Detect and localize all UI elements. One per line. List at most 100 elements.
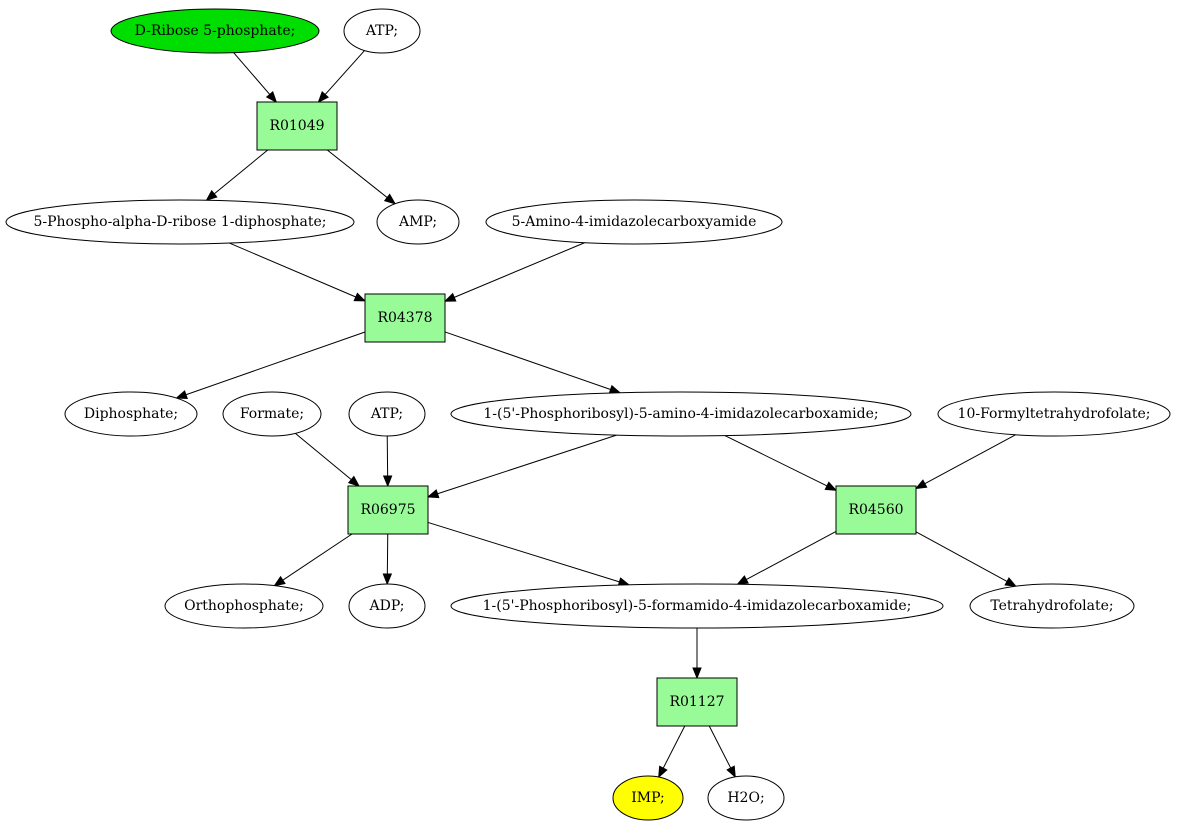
- compound-ellipse: [110, 8, 320, 54]
- compound-ellipse: [164, 583, 324, 629]
- compound-node-atp-1[interactable]: ATP;: [343, 8, 421, 54]
- arrowhead: [914, 479, 928, 490]
- edge-line: [708, 725, 732, 769]
- nodes-layer: D-Ribose 5-phosphate; ATP; 5-Phospho-alpha…: [5, 8, 1171, 821]
- edge-r06975-to-orthophosphate: [273, 533, 353, 587]
- reaction-node-r04378[interactable]: R04378: [364, 293, 446, 343]
- edges-layer: [175, 50, 1017, 779]
- compound-label: Tetrahydrofolate;: [990, 598, 1113, 614]
- edge-r06975-to-faicar: [427, 521, 631, 587]
- edge-d_ribose_5_phosphate-to-r01049: [233, 52, 278, 104]
- arrowhead: [736, 575, 749, 585]
- edge-r01127-to-imp: [658, 725, 686, 779]
- edge-line: [915, 531, 1008, 582]
- compound-node-aica[interactable]: 5-Amino-4-imidazolecarboxyamide: [485, 199, 783, 245]
- reaction-box: [256, 101, 338, 151]
- compound-label: H2O;: [727, 790, 764, 806]
- edge-line: [444, 331, 611, 390]
- compound-ellipse: [64, 391, 198, 437]
- compound-node-h2o[interactable]: H2O;: [707, 775, 785, 821]
- edge-aicar-to-r06975: [426, 434, 617, 499]
- compound-ellipse: [612, 775, 684, 821]
- arrowhead: [608, 384, 622, 394]
- compound-ellipse: [376, 199, 460, 245]
- compound-label: 5-Phospho-alpha-D-ribose 1-diphosphate;: [33, 214, 326, 230]
- compound-ellipse: [343, 8, 421, 54]
- edge-line: [295, 432, 352, 481]
- compound-ellipse: [348, 391, 426, 437]
- compound-label: 5-Amino-4-imidazolecarboxyamide: [512, 214, 757, 230]
- reaction-node-r06975[interactable]: R06975: [347, 485, 429, 535]
- edge-line: [662, 725, 686, 769]
- reaction-label: R01127: [669, 694, 724, 710]
- edge-line: [437, 434, 617, 495]
- edge-r04378-to-diphosphate: [175, 331, 366, 400]
- compound-node-formate[interactable]: Formate;: [222, 391, 322, 437]
- compound-node-faicar[interactable]: 1-(5'-Phosphoribosyl)-5-formamido-4-imid…: [450, 583, 944, 629]
- arrowhead: [1004, 577, 1017, 587]
- arrowhead: [658, 765, 668, 779]
- arrowhead: [426, 489, 440, 499]
- edge-formate-to-r06975: [295, 432, 361, 487]
- compound-node-diphosphate[interactable]: Diphosphate;: [64, 391, 198, 437]
- compound-label: Orthophosphate;: [184, 598, 304, 614]
- reaction-box: [656, 677, 738, 727]
- arrowhead: [317, 91, 330, 104]
- arrowhead: [353, 292, 367, 302]
- compound-label: ATP;: [370, 406, 403, 422]
- arrowhead: [726, 765, 736, 779]
- edge-aicar-to-r04560: [724, 435, 838, 491]
- edge-r01049-to-amp: [326, 149, 397, 205]
- compound-ellipse: [969, 583, 1135, 629]
- compound-node-adp[interactable]: ADP;: [348, 583, 426, 629]
- reaction-box: [347, 485, 429, 535]
- edge-line: [427, 521, 620, 583]
- arrowhead: [383, 193, 397, 205]
- arrowhead: [443, 292, 457, 302]
- edge-r04560-to-thf: [915, 531, 1017, 587]
- edge-r01127-to-h2o: [708, 725, 736, 779]
- edge-line: [746, 531, 837, 581]
- reaction-label: R06975: [360, 502, 415, 518]
- compound-node-orthophosphate[interactable]: Orthophosphate;: [164, 583, 324, 629]
- compound-node-imp[interactable]: IMP;: [612, 775, 684, 821]
- compound-ellipse: [348, 583, 426, 629]
- reaction-label: R01049: [269, 118, 324, 134]
- edge-line: [229, 242, 356, 298]
- edge-prpp-to-r04378: [229, 242, 367, 302]
- edge-faicar-to-r01127: [692, 628, 702, 680]
- reaction-label: R04378: [377, 310, 432, 326]
- edge-line: [326, 149, 388, 198]
- edge-r01049-to-prpp: [205, 149, 269, 202]
- edge-r04378-to-aicar: [444, 331, 622, 394]
- edge-atp_2-to-r06975: [382, 435, 393, 488]
- compound-node-thf[interactable]: Tetrahydrofolate;: [969, 583, 1135, 629]
- compound-ellipse: [707, 775, 785, 821]
- edge-line: [454, 242, 585, 298]
- compound-ellipse: [5, 199, 355, 245]
- arrowhead: [824, 481, 838, 491]
- compound-node-amp[interactable]: AMP;: [376, 199, 460, 245]
- compound-ellipse: [222, 391, 322, 437]
- compound-label: ADP;: [369, 598, 405, 614]
- edge-aica-to-r04378: [443, 242, 585, 302]
- compound-node-d-ribose-5-phosphate[interactable]: D-Ribose 5-phosphate;: [110, 8, 320, 54]
- arrowhead: [273, 575, 286, 587]
- edge-r06975-to-adp: [382, 533, 393, 586]
- compound-node-atp-2[interactable]: ATP;: [348, 391, 426, 437]
- compound-label: 1-(5'-Phosphoribosyl)-5-amino-4-imidazol…: [483, 406, 878, 422]
- edge-line: [213, 149, 269, 195]
- compound-node-aicar[interactable]: 1-(5'-Phosphoribosyl)-5-amino-4-imidazol…: [450, 391, 912, 437]
- compound-ellipse: [937, 391, 1171, 437]
- compound-label: AMP;: [398, 214, 437, 230]
- edge-line: [282, 533, 353, 581]
- compound-label: 10-Formyltetrahydrofolate;: [958, 406, 1151, 422]
- reaction-label: R04560: [848, 502, 903, 518]
- arrowhead: [265, 90, 278, 104]
- compound-node-prpp[interactable]: 5-Phospho-alpha-D-ribose 1-diphosphate;: [5, 199, 355, 245]
- reaction-node-r04560[interactable]: R04560: [835, 485, 917, 535]
- compound-node-formyl-thf[interactable]: 10-Formyltetrahydrofolate;: [937, 391, 1171, 437]
- reaction-node-r01127[interactable]: R01127: [656, 677, 738, 727]
- reaction-node-r01049[interactable]: R01049: [256, 101, 338, 151]
